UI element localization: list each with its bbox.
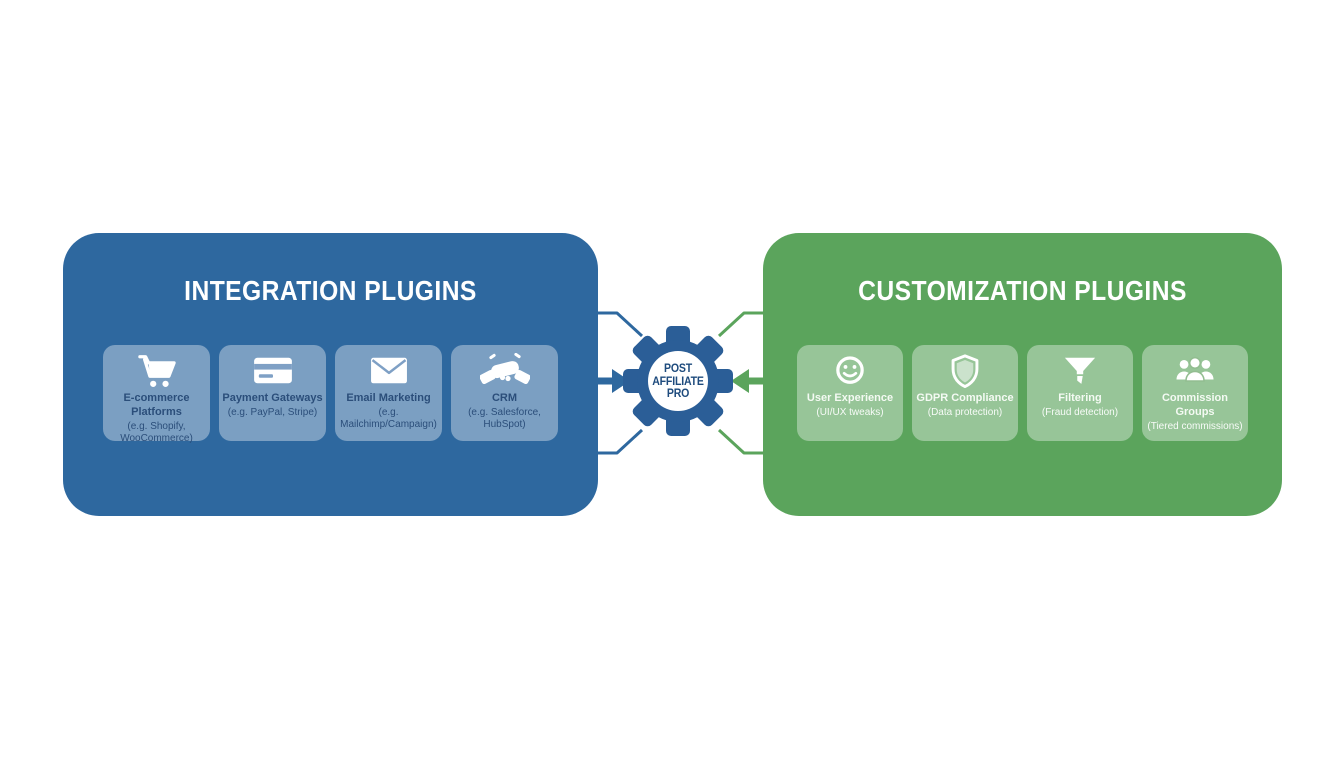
integration-panel-title: INTEGRATION PLUGINS — [184, 275, 477, 306]
card-subtitle: (UI/UX tweaks) — [816, 406, 884, 418]
shield-icon — [943, 353, 987, 389]
gear-icon — [623, 326, 733, 436]
card-user-experience: User Experience (UI/UX tweaks) — [797, 345, 903, 441]
card-subtitle: (e.g. PayPal, Stripe) — [227, 406, 318, 418]
hub-label: POST AFFILIATE PRO — [624, 320, 731, 442]
customization-panel-title: CUSTOMIZATION PLUGINS — [858, 275, 1187, 306]
shopping-cart-icon — [133, 353, 181, 389]
handshake-icon — [479, 353, 530, 389]
card-ecommerce-platforms: E-commerce Platforms (e.g. Shopify, WooC… — [103, 345, 210, 444]
card-title: CRM — [491, 392, 518, 404]
card-title: Email Marketing — [346, 392, 431, 404]
smiley-icon — [828, 353, 872, 389]
card-email-marketing: Email Marketing (e.g. Mailchimp/Campaign… — [335, 345, 442, 441]
users-icon — [1171, 353, 1219, 389]
hub-label-line: AFFILIATE — [652, 373, 704, 388]
card-gdpr-compliance: GDPR Compliance (Data protection) — [912, 345, 1018, 441]
envelope-icon — [366, 353, 412, 389]
card-title: GDPR Compliance — [916, 392, 1014, 404]
card-subtitle: (Fraud detection) — [1041, 406, 1119, 418]
customization-cards-row: User Experience (UI/UX tweaks) GDPR Comp… — [763, 345, 1282, 441]
card-commission-groups: Commission Groups (Tiered commissions) — [1142, 345, 1248, 441]
card-subtitle: (Tiered commissions) — [1147, 420, 1243, 432]
card-title: Commission Groups — [1161, 392, 1228, 418]
card-payment-gateways: Payment Gateways (e.g. PayPal, Stripe) — [219, 345, 326, 441]
card-title: Filtering — [1058, 392, 1102, 404]
card-subtitle: (Data protection) — [927, 406, 1003, 418]
hub-label-line: POST — [663, 361, 693, 376]
card-title: User Experience — [806, 392, 894, 404]
card-filtering: Filtering (Fraud detection) — [1027, 345, 1133, 441]
integration-cards-row: E-commerce Platforms (e.g. Shopify, WooC… — [63, 345, 598, 444]
integration-panel: INTEGRATION PLUGINS E-commerce Platforms… — [63, 233, 598, 516]
card-title: Payment Gateways — [222, 392, 323, 404]
card-subtitle: (e.g. Shopify, WooCommerce) — [120, 420, 193, 444]
customization-panel: CUSTOMIZATION PLUGINS User Experience (U… — [763, 233, 1282, 516]
card-title: E-commerce Platforms — [123, 392, 190, 418]
card-crm: CRM (e.g. Salesforce, HubSpot) — [451, 345, 558, 441]
post-affiliate-pro-hub: POST AFFILIATE PRO — [617, 320, 739, 442]
card-subtitle: (e.g. Salesforce, HubSpot) — [468, 406, 541, 430]
credit-card-icon — [250, 353, 296, 389]
card-subtitle: (e.g. Mailchimp/Campaign) — [340, 406, 437, 430]
hub-label-line: PRO — [666, 386, 690, 401]
funnel-icon — [1058, 353, 1102, 389]
